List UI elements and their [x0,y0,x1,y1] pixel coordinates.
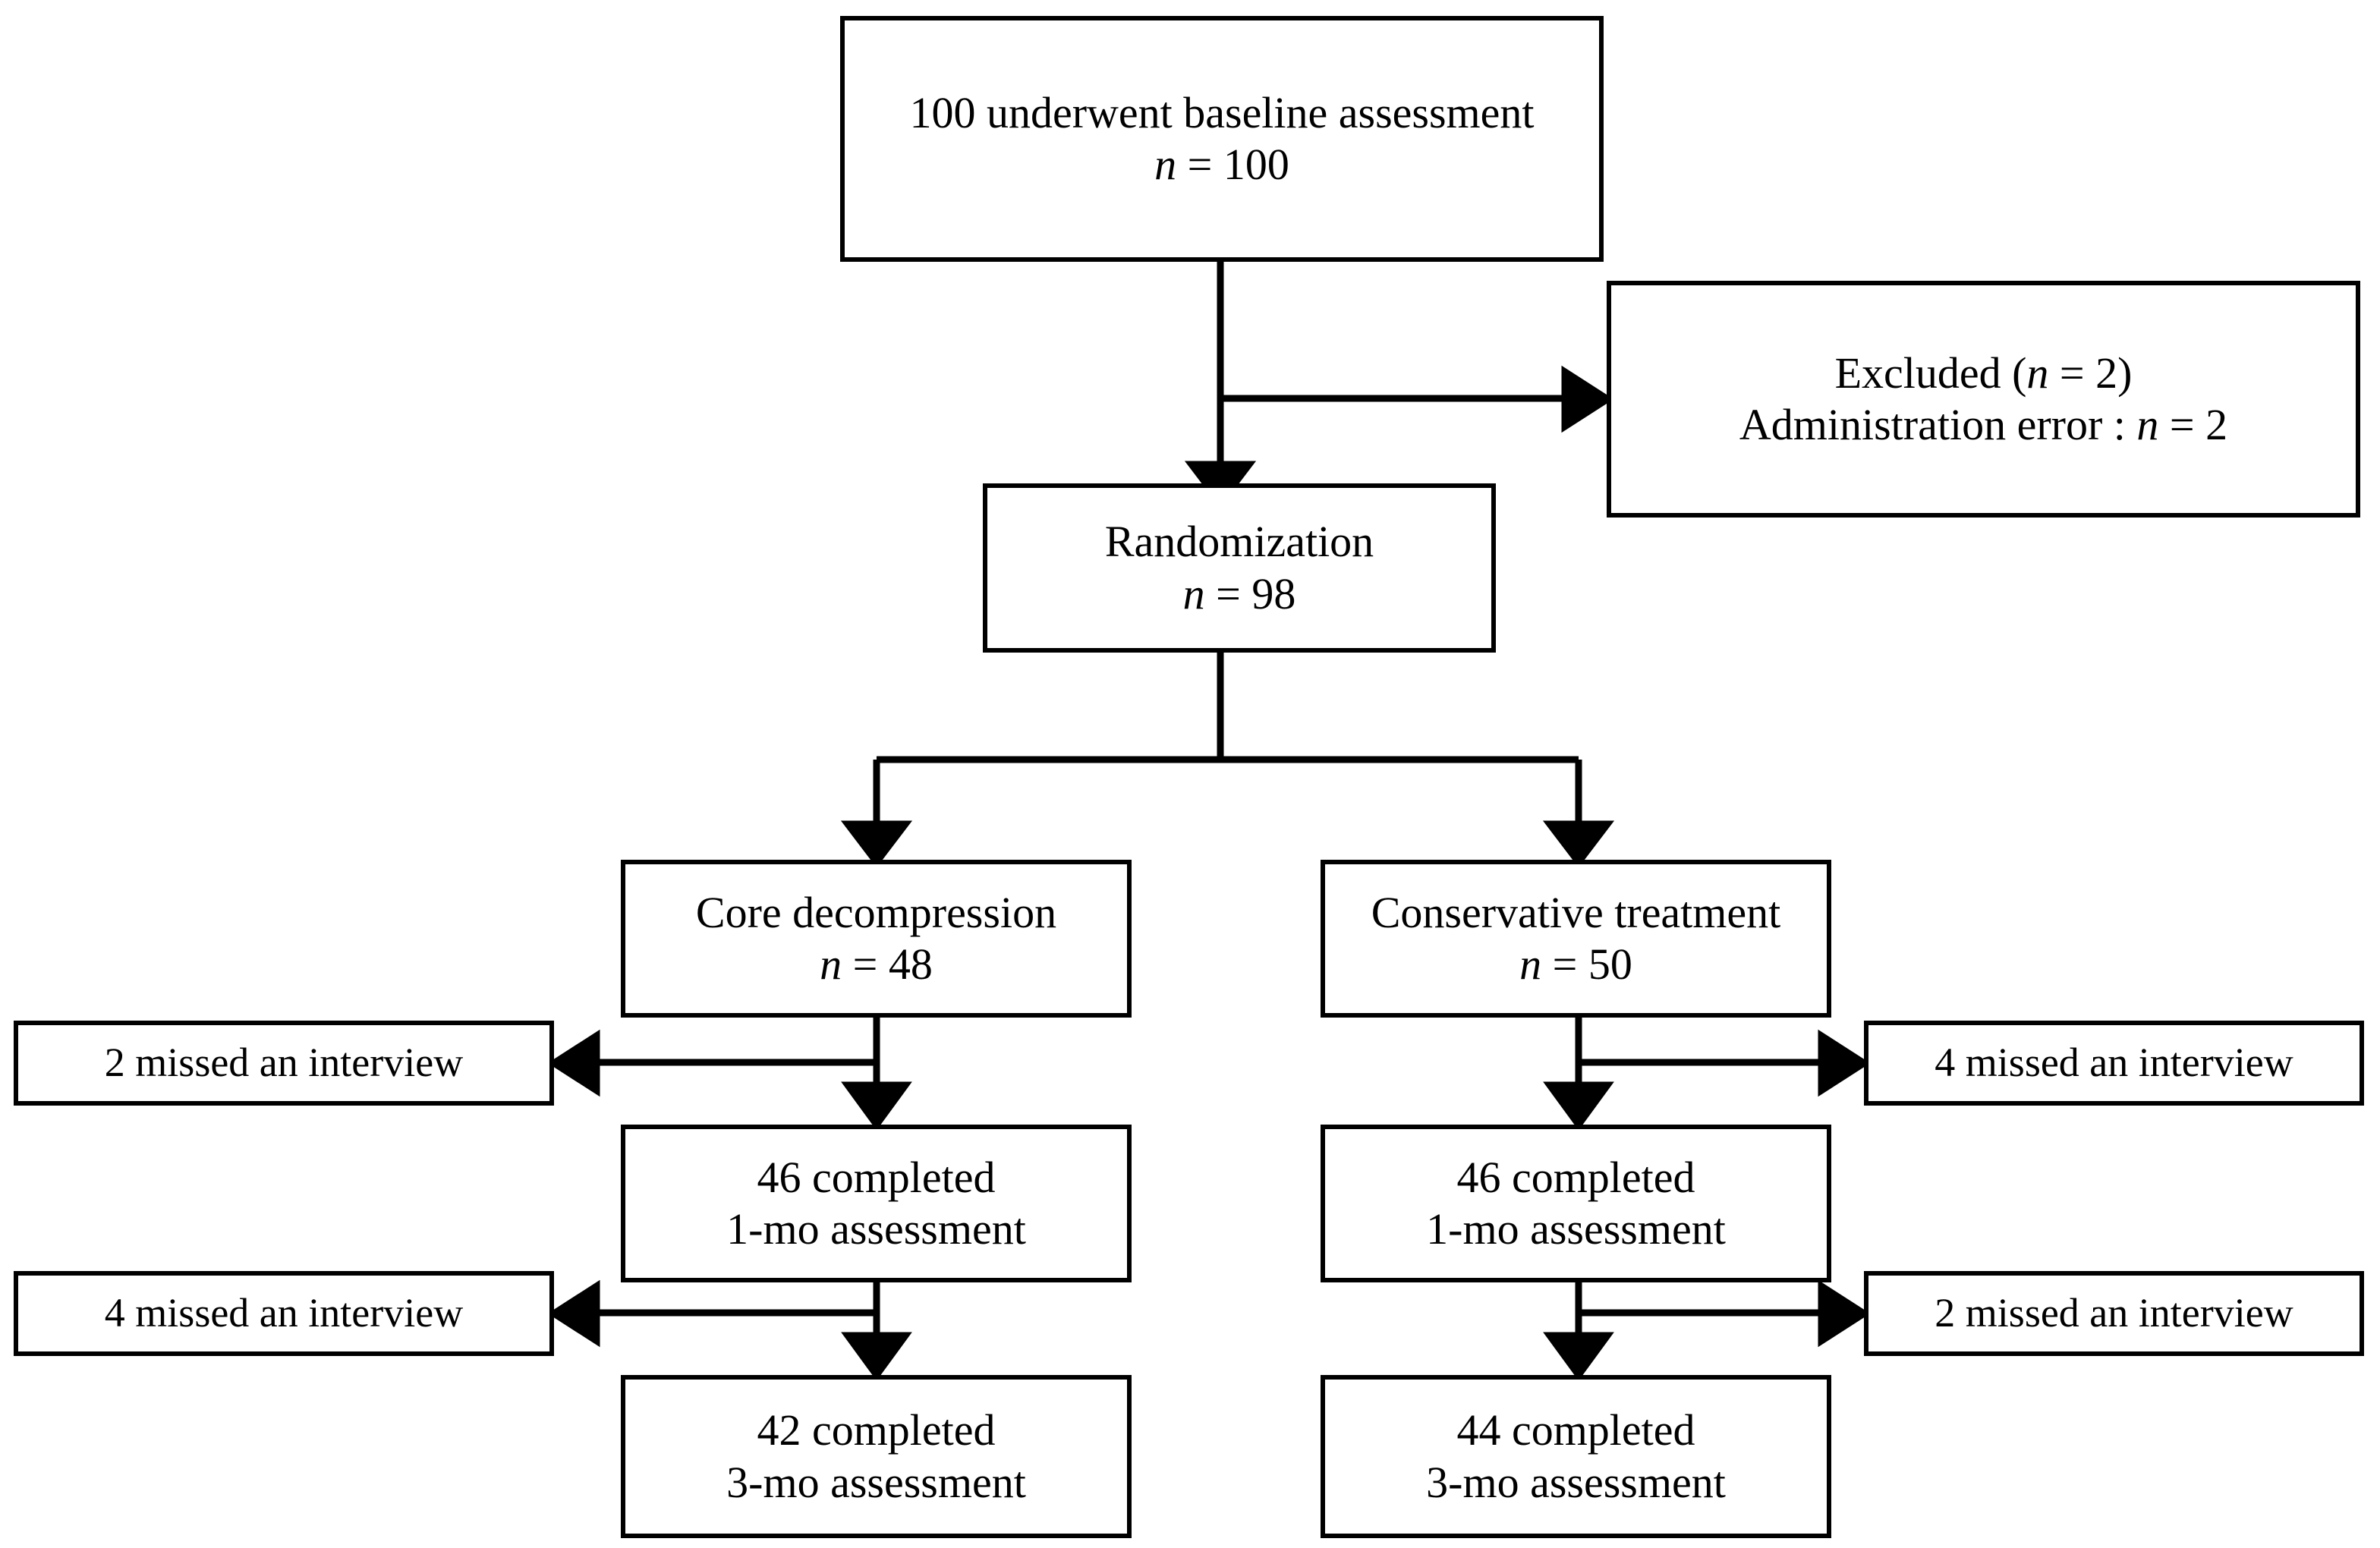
right-completed-3mo-line-1: 44 completed [1456,1405,1695,1455]
left-completed-3mo-line-1: 42 completed [757,1405,996,1455]
node-arm-core-decompression: Core decompression n = 48 [621,860,1132,1018]
excluded-line-2: Administration error : n = 2 [1739,399,2227,451]
node-left-missed-interview-1mo: 2 missed an interview [14,1021,554,1106]
randomization-line-1: Randomization [1104,517,1374,567]
node-right-completed-1mo: 46 completed 1-mo assessment [1321,1125,1831,1282]
right-completed-3mo-line-2: 3-mo assessment [1426,1457,1726,1507]
arm-right-n-italic: n [1519,939,1542,989]
excluded-n-value: = 2) [2048,348,2133,398]
arm-right-line-1: Conservative treatment [1371,887,1781,937]
node-randomization: Randomization n = 98 [983,483,1496,653]
baseline-n-italic: n [1154,140,1177,189]
arm-left-line-1: Core decompression [695,887,1057,937]
node-left-completed-1mo: 46 completed 1-mo assessment [621,1125,1132,1282]
node-right-missed-interview-3mo: 2 missed an interview [1864,1271,2364,1356]
node-baseline-assessment: 100 underwent baseline assessment n = 10… [840,16,1604,262]
node-right-missed-interview-1mo: 4 missed an interview [1864,1021,2364,1106]
arrowhead-left-3mo [841,1332,912,1381]
arrowhead-left-missed-1mo [547,1029,600,1097]
node-right-completed-3mo: 44 completed 3-mo assessment [1321,1375,1831,1538]
excluded-line-1-prefix: Excluded ( [1834,348,2027,398]
left-missed-3mo-label: 4 missed an interview [104,1290,464,1336]
excluded-n-italic: n [2026,348,2049,398]
excluded-line-1: Excluded (n = 2) [1835,348,2133,399]
node-left-completed-3mo: 42 completed 3-mo assessment [621,1375,1132,1538]
arm-right-n-value: = 50 [1541,939,1632,989]
left-missed-1mo-label: 2 missed an interview [104,1040,464,1086]
arm-right-line-2: n = 50 [1519,939,1632,990]
arrowhead-right-missed-1mo [1818,1029,1871,1097]
arrowhead-left-1mo [841,1081,912,1131]
right-completed-1mo-line-1: 46 completed [1456,1152,1695,1202]
left-completed-3mo-line-2: 3-mo assessment [726,1457,1026,1507]
arrowhead-right-missed-3mo [1818,1279,1871,1348]
randomization-n-italic: n [1182,568,1205,618]
node-left-missed-interview-3mo: 4 missed an interview [14,1271,554,1356]
arm-left-n-value: = 48 [842,939,933,989]
excluded-reason-n-value: = 2 [2158,400,2228,449]
arrowhead-left-missed-3mo [547,1279,600,1348]
arm-left-line-2: n = 48 [820,939,933,990]
baseline-line-1: 100 underwent baseline assessment [909,87,1535,137]
arrowhead-excluded [1561,365,1614,433]
excluded-reason-label: Administration error : [1739,400,2137,449]
right-completed-1mo-line-2: 1-mo assessment [1426,1204,1726,1254]
baseline-line-2: n = 100 [1154,139,1289,190]
node-excluded: Excluded (n = 2) Administration error : … [1607,281,2360,518]
right-missed-1mo-label: 4 missed an interview [1935,1040,2293,1086]
right-missed-3mo-label: 2 missed an interview [1935,1290,2293,1336]
arrowhead-right-1mo [1543,1081,1614,1131]
node-arm-conservative-treatment: Conservative treatment n = 50 [1321,860,1831,1018]
excluded-reason-n-italic: n [2136,400,2159,449]
arrowhead-right-3mo [1543,1332,1614,1381]
randomization-n-value: = 98 [1204,568,1296,618]
baseline-n-value: = 100 [1176,140,1289,189]
arrowhead-right-arm [1542,820,1615,868]
left-completed-1mo-line-2: 1-mo assessment [726,1204,1026,1254]
randomization-line-2: n = 98 [1183,568,1296,620]
arm-left-n-italic: n [820,939,842,989]
left-completed-1mo-line-1: 46 completed [757,1152,996,1202]
arrowhead-left-arm [840,820,913,868]
